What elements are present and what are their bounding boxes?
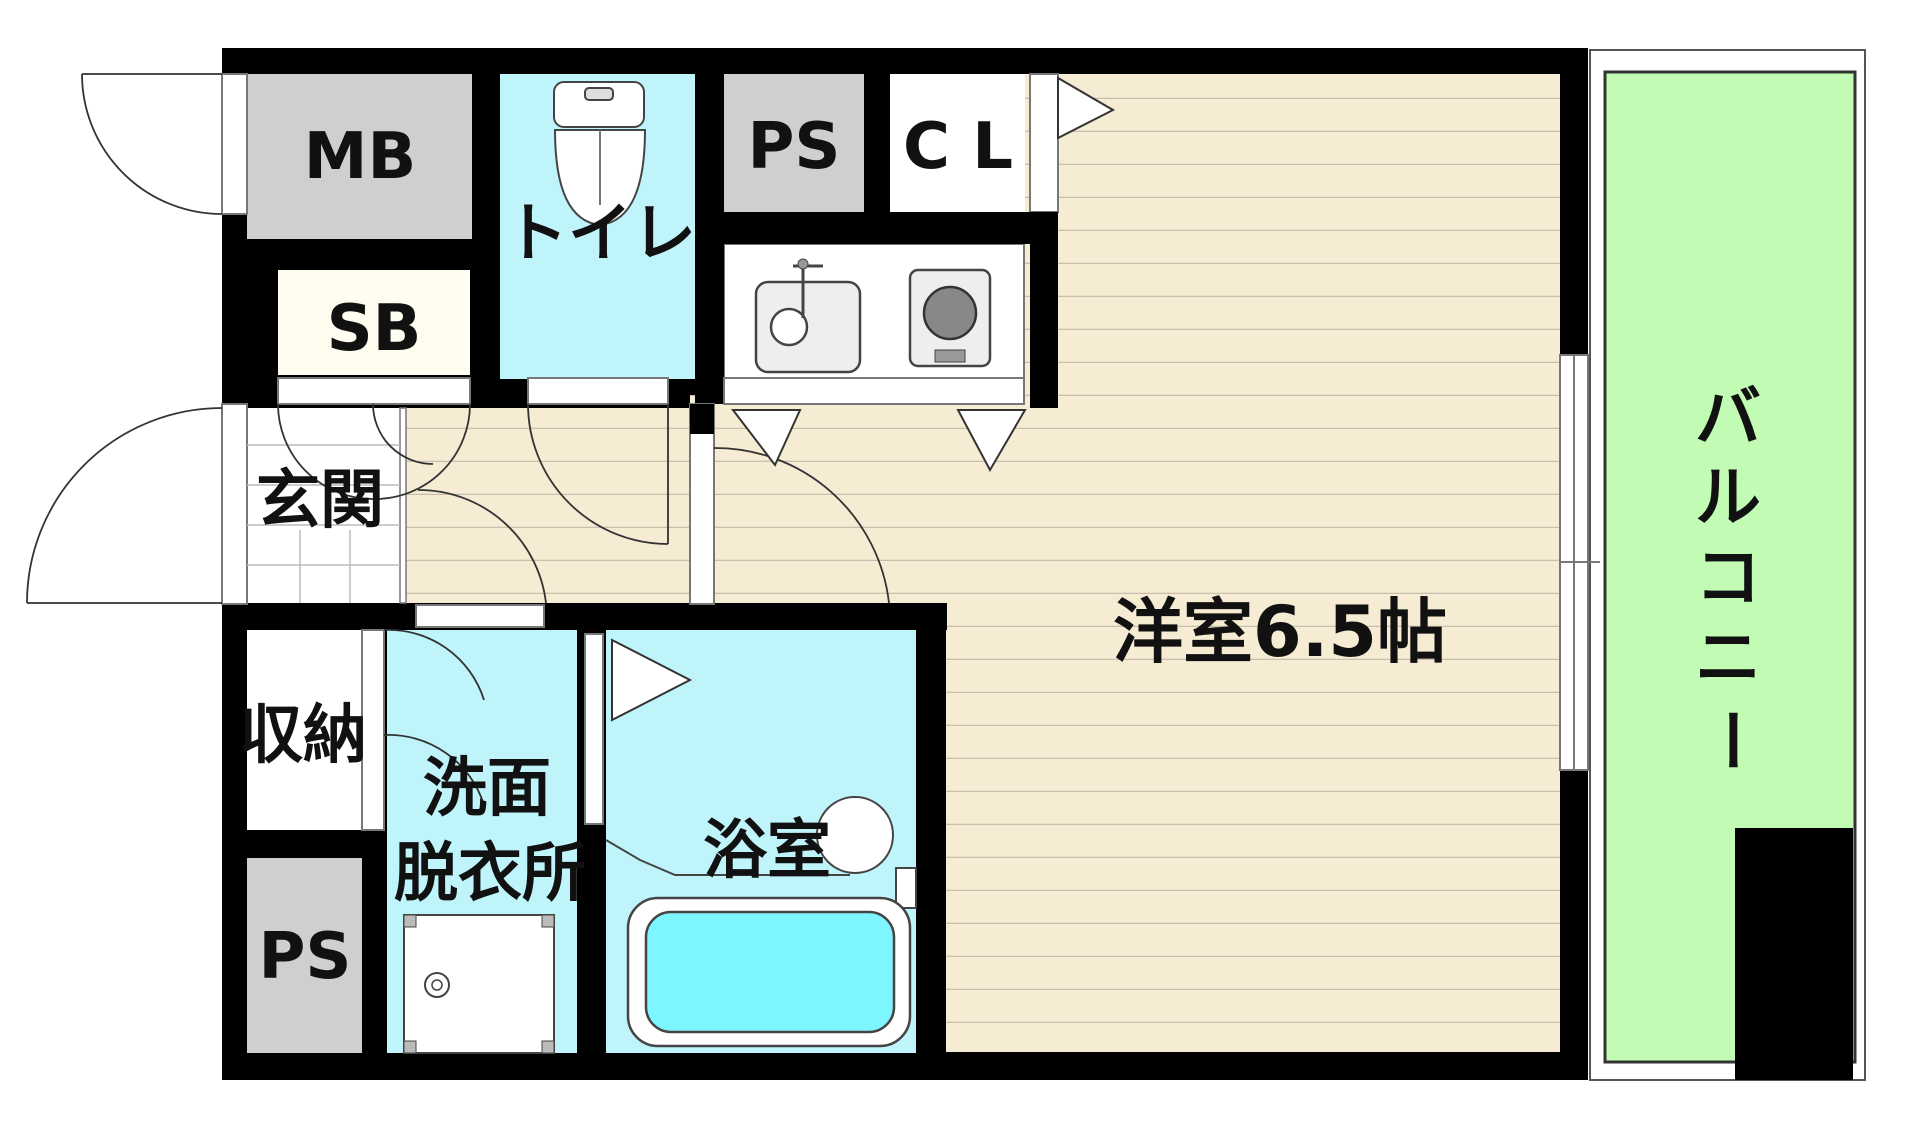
label-ps-bottom: PS [259,920,352,994]
label-toilet: トイレ [504,197,696,271]
sb-closet [278,270,470,375]
label-washroom-2: 脱衣所 [394,837,586,911]
mb-closet [247,74,472,239]
balcony-char: バ [1695,379,1761,456]
balcony [1589,49,1866,1081]
label-ps-top: PS [748,110,841,184]
label-storage: 収納 [239,699,367,773]
arrow-markers [611,76,1116,722]
label-entrance: 玄関 [256,464,384,538]
label-cl: C L [903,110,1013,184]
bath-fixtures [605,796,917,1048]
label-mb: MB [304,120,416,194]
storage-closet [247,630,362,830]
door-swings [26,73,890,806]
balcony-char: コ [1695,539,1761,616]
balcony-pillar [1735,828,1853,1080]
cl-closet [890,74,1025,212]
stove-icon [908,268,992,368]
bathtub [644,910,896,1034]
label-bath: 浴室 [703,814,831,888]
ps-bottom-closet [247,858,362,1053]
label-washroom-1: 洗面 [423,752,551,826]
ps-top-closet [724,74,864,212]
label-western-room: 洋室6.5帖 [1113,591,1447,673]
kitchen-sink-icon [754,258,862,374]
entrance-floor [247,408,400,603]
washing-machine-pan [403,914,555,1054]
label-sb: SB [327,292,422,366]
balcony-char: ニ [1695,619,1761,696]
balcony-char: ル [1695,459,1761,536]
toilet-fixture [553,81,647,227]
label-balcony: バ ル コ ニ ー [1692,379,1769,773]
balcony-char: ー [1692,707,1769,773]
